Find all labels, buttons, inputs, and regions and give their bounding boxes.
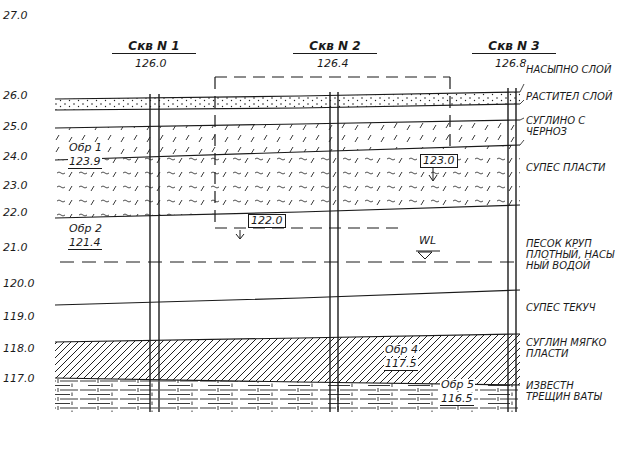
sample-elevation: 116.5 [440,393,474,406]
layer-boundary [55,205,520,218]
layer-fill [55,145,520,218]
layer-name: ИЗВЕСТН ТРЕЩИН ВАТЫ [525,380,619,402]
borehole-name: Скв N 1 [112,40,196,54]
level-mark: 122.0 [248,214,286,228]
layer-name: СУПЕС ТЕКУЧ [525,302,619,313]
elevation-mark: 118.0 [2,343,36,355]
foundation-outline [215,76,450,77]
borehole [337,92,338,412]
water-level [60,262,515,263]
water-level [416,251,440,252]
water-level [60,251,515,262]
elevation-mark: 24.0 [2,151,29,163]
layer-name: СУГЛИН МЯГКО ПЛАСТИ [525,337,619,359]
layer-leader [520,84,524,92]
elevation-mark: 120.0 [2,278,36,290]
borehole [150,88,516,412]
level-marker [236,168,437,239]
sample-elevation: 123.9 [68,156,102,169]
sample-label: Обр 4 [384,344,419,356]
layer-name: СУГЛИНО С ЧЕРНОЗ [525,115,619,137]
sample-label: Обр 1 [68,142,103,154]
layer-leader [520,140,524,145]
layer-name: НАСЫПНО СЛОЙ [525,64,619,75]
borehole [329,92,330,412]
level-marker [429,168,437,181]
elevation-mark: 23.0 [2,180,29,192]
elevation-mark: 25.0 [2,121,29,133]
layer-fill [55,334,520,385]
borehole [507,88,508,412]
borehole-name: Скв N 2 [293,40,377,54]
level-mark: 123.0 [420,154,458,168]
borehole [149,94,150,412]
sample-elevation: 121.4 [68,237,102,250]
foundation-outline [215,227,400,228]
level-marker [236,230,244,239]
elevation-mark: 119.0 [2,311,36,323]
elevation-mark: 22.0 [2,207,29,219]
elevation-mark: 117.0 [2,373,36,385]
borehole-name: Скв N 3 [472,40,556,54]
elevation-mark: 27.0 [2,10,29,22]
foundation-outline [214,77,215,228]
layer-leader [520,84,524,145]
layer-name: СУПЕС ПЛАСТИ [525,162,619,173]
layer-name: РАСТИТЕЛ СЛОЙ [525,91,619,102]
elevation-mark: 26.0 [2,90,29,102]
sample-elevation: 117.5 [384,358,418,371]
borehole [515,88,516,412]
layer-fill [55,378,520,412]
layer-leader [520,118,524,120]
elevation-mark: 21.0 [2,242,29,254]
borehole-elevation: 126.4 [316,58,350,70]
water-level-label: WL [418,235,437,247]
sample-label: Обр 5 [440,379,475,391]
borehole [158,94,159,412]
foundation-outline [449,77,450,150]
layer-boundary [55,290,520,305]
water-level [418,252,432,259]
borehole-elevation: 126.8 [494,58,528,70]
borehole-elevation: 126.0 [134,58,168,70]
foundation-outline [215,77,450,228]
sample-label: Обр 2 [68,223,103,235]
layer-boundary [55,334,520,342]
layer-leader [520,100,524,104]
layer-name: ПЕСОК КРУП ПЛОТНЫЙ, НАСЫ НЫЙ ВОДОЙ [525,238,619,271]
